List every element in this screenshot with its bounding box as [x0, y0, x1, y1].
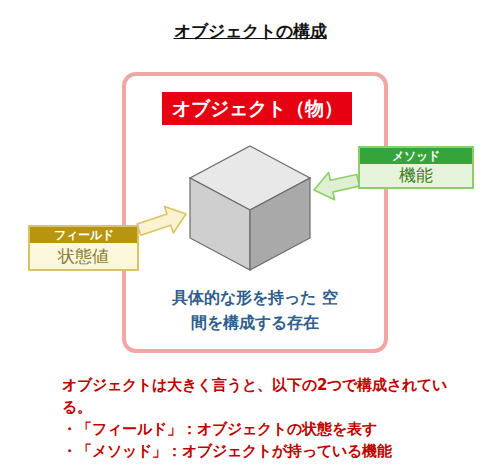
object-frame: 具体的な形を持った 空間を構成する存在 オブジェクト（物）	[122, 72, 388, 353]
object-description: 具体的な形を持った 空間を構成する存在	[126, 285, 384, 335]
field-box: フィールド状態値	[28, 225, 139, 271]
object-heading: オブジェクト（物）	[162, 92, 352, 125]
cube-right-face	[250, 178, 310, 270]
field-heading: フィールド	[30, 227, 137, 243]
cube-left-face	[190, 178, 250, 270]
note-text: ・「メソッド」：オブジェクトが持っている機能	[62, 440, 460, 462]
diagram-title: オブジェクトの構成	[0, 20, 500, 43]
block-arrow	[137, 206, 186, 235]
note-text: オブジェクトは大きく言うと、以下の2つで構成されている。	[62, 374, 460, 418]
note-text: ・「フィールド」：オブジェクトの状態を表す	[62, 418, 460, 440]
method-box: メソッド機能	[358, 146, 474, 189]
method-heading: メソッド	[360, 148, 472, 164]
cube-top-face	[190, 146, 310, 210]
field-body: 状態値	[30, 243, 137, 269]
block-arrow	[314, 172, 359, 199]
note-block: オブジェクトは大きく言うと、以下の2つで構成されている。・「フィールド」：オブジ…	[62, 374, 460, 462]
method-body: 機能	[360, 164, 472, 187]
object-band: オブジェクト（物）	[162, 92, 352, 125]
